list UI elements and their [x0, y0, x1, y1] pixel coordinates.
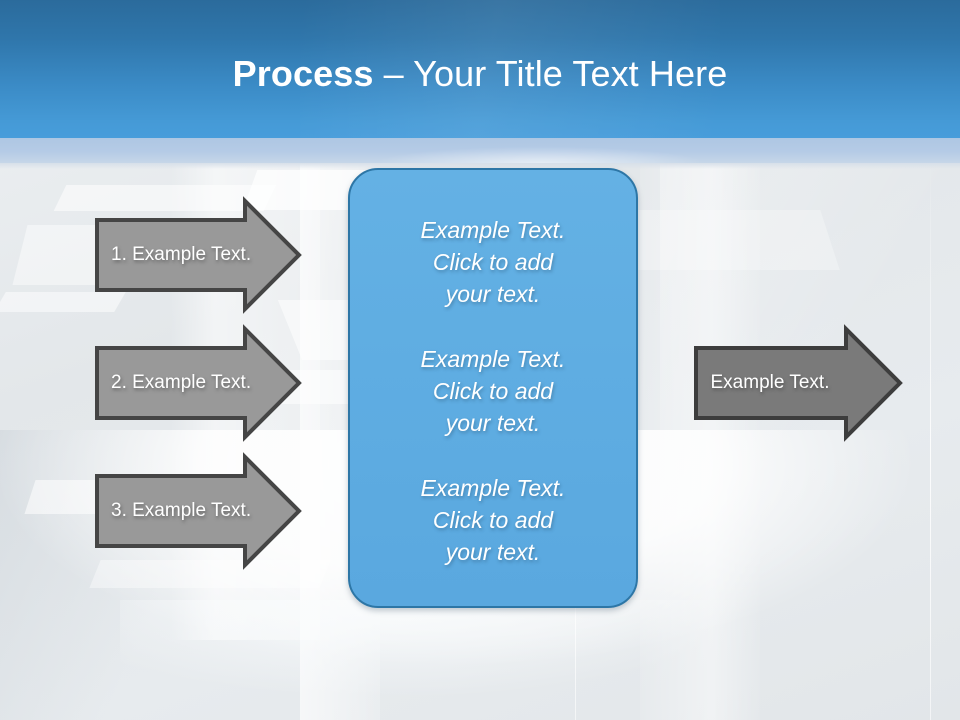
title-band-sheen — [300, 0, 720, 138]
center-paragraph-1: Example Text. Click to add your text. — [420, 217, 566, 307]
center-paragraph-3: Example Text. Click to add your text. — [420, 475, 566, 565]
title-sub-band-glow — [330, 138, 750, 163]
page-title-rest: – Your Title Text Here — [373, 53, 728, 94]
page-title: Process – Your Title Text Here — [0, 52, 960, 96]
center-text-panel[interactable]: Example Text. Click to add your text. Ex… — [348, 168, 638, 608]
center-text-panel-content: Example Text. Click to add your text. Ex… — [350, 170, 636, 606]
title-band — [0, 0, 960, 138]
process-arrow-3[interactable]: 3. Example Text. — [95, 452, 302, 570]
result-arrow[interactable]: Example Text. — [694, 324, 904, 442]
title-sub-band-edge — [0, 163, 960, 169]
process-arrow-2[interactable]: 2. Example Text. — [95, 324, 302, 442]
process-arrow-1[interactable]: 1. Example Text. — [95, 196, 302, 314]
page-title-strong: Process — [232, 53, 374, 94]
center-paragraph-2: Example Text. Click to add your text. — [420, 346, 566, 436]
